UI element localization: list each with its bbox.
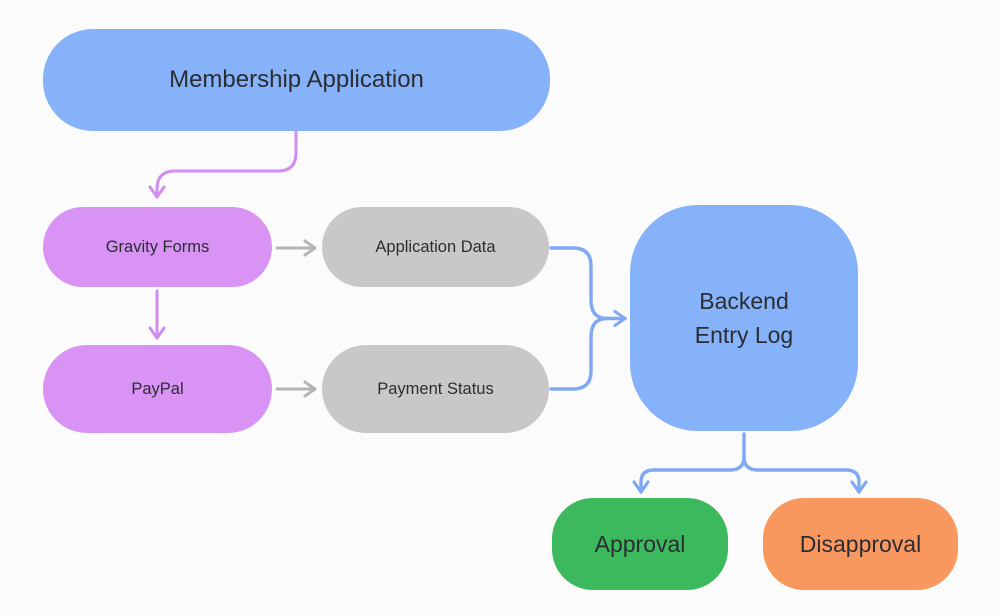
edge-backend-to-disapproval — [742, 455, 868, 494]
node-disapproval: Disapproval — [763, 498, 958, 590]
node-backend-entry-log-label: Backend Entry Log — [694, 288, 794, 348]
node-approval-label: Approval — [594, 530, 686, 557]
node-gravity-forms: Gravity Forms — [43, 207, 272, 287]
edge-backend-to-approval — [632, 432, 746, 494]
node-application-data: Application Data — [322, 207, 549, 287]
edge-payment-status-to-backend — [549, 316, 608, 391]
node-application-data-label: Application Data — [375, 237, 496, 256]
node-backend-entry-log: Backend Entry Log — [630, 205, 858, 431]
edge-application-data-to-backend — [549, 246, 608, 321]
node-paypal-label: PayPal — [131, 379, 184, 398]
node-gravity-forms-label: Gravity Forms — [105, 237, 210, 256]
node-approval: Approval — [552, 498, 728, 590]
node-paypal: PayPal — [43, 345, 272, 433]
node-disapproval-label: Disapproval — [799, 530, 922, 557]
node-membership-application-label: Membership Application — [169, 66, 424, 93]
node-payment-status-label: Payment Status — [377, 379, 494, 398]
edge-membership-to-gravity-forms — [148, 130, 298, 199]
node-membership-application: Membership Application — [43, 29, 550, 131]
node-payment-status: Payment Status — [322, 345, 549, 433]
